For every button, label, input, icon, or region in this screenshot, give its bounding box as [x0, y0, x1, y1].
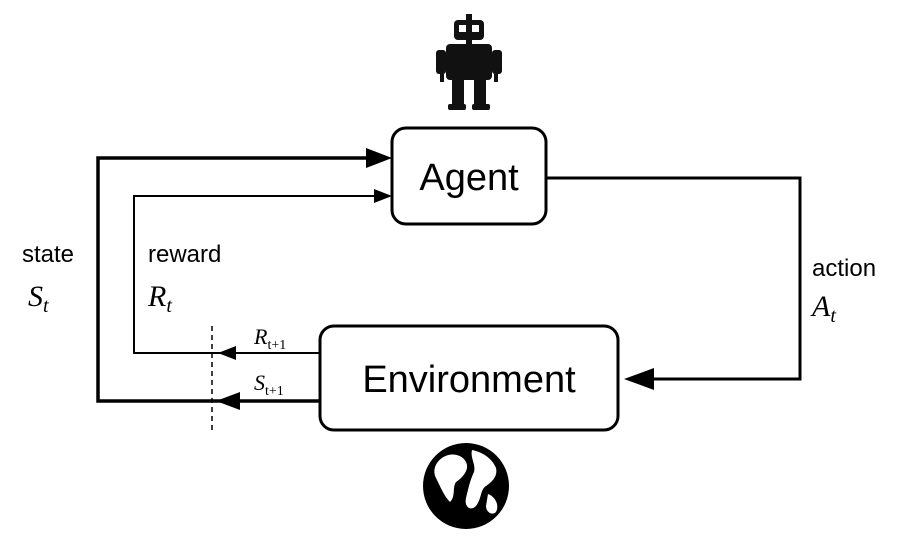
- reward-arrow: [133, 189, 392, 360]
- globe-icon: [423, 443, 509, 529]
- state-symbol: St: [28, 280, 49, 317]
- state-arrow: [96, 148, 392, 410]
- environment-label: Environment: [362, 359, 576, 401]
- action-arrow: [546, 176, 802, 390]
- environment-box: Environment: [318, 324, 620, 432]
- next-state-symbol: St+1: [254, 370, 284, 399]
- action-label: action: [812, 255, 876, 282]
- reward-symbol: Rt: [147, 280, 172, 317]
- action-symbol: At: [810, 290, 836, 327]
- next-reward-symbol: Rt+1: [253, 324, 286, 353]
- agent-label: Agent: [419, 157, 519, 199]
- robot-icon: [436, 14, 502, 110]
- state-label: state: [22, 241, 74, 268]
- agent-box: Agent: [390, 126, 548, 226]
- reward-label: reward: [148, 241, 221, 268]
